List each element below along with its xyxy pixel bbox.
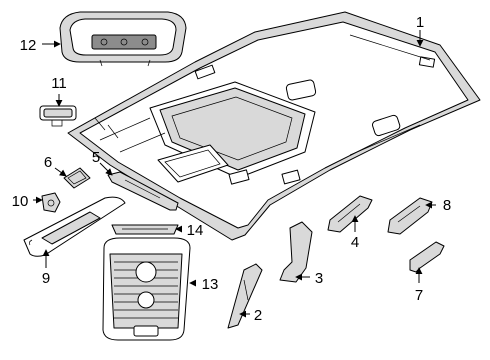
callout-11: 11	[51, 75, 67, 92]
callout-7: 7	[415, 287, 423, 304]
visor-hinge	[41, 192, 61, 213]
callout-3: 3	[315, 270, 323, 287]
grab-handle	[327, 195, 373, 233]
grab-handle-rear	[387, 197, 433, 235]
callout-5: 5	[92, 149, 100, 166]
retainer-clip	[63, 167, 91, 189]
callout-10: 10	[12, 193, 29, 210]
callout-6: 6	[44, 154, 52, 171]
dome-lamp-lens	[111, 224, 179, 235]
callout-14: 14	[187, 222, 204, 239]
map-lamp-lens	[39, 105, 77, 127]
leader-lines	[33, 30, 436, 318]
callout-labels: 1 2 3 4 5 6 7 8 9 10 11 12 13 14	[12, 14, 452, 324]
callout-12: 12	[20, 37, 37, 54]
coat-hook	[409, 241, 445, 273]
mounting-bracket	[279, 221, 313, 283]
trim-bracket	[227, 263, 263, 329]
sun-visor	[23, 196, 126, 257]
overhead-speaker-panel	[102, 237, 191, 341]
callout-2: 2	[254, 307, 262, 324]
callout-4: 4	[351, 234, 359, 251]
overhead-console	[59, 11, 187, 67]
callout-13: 13	[202, 276, 219, 293]
callout-8: 8	[443, 197, 451, 214]
headliner-panel	[67, 11, 481, 241]
visor-bracket	[107, 171, 179, 211]
callout-9: 9	[42, 270, 50, 287]
callout-1: 1	[416, 14, 424, 31]
